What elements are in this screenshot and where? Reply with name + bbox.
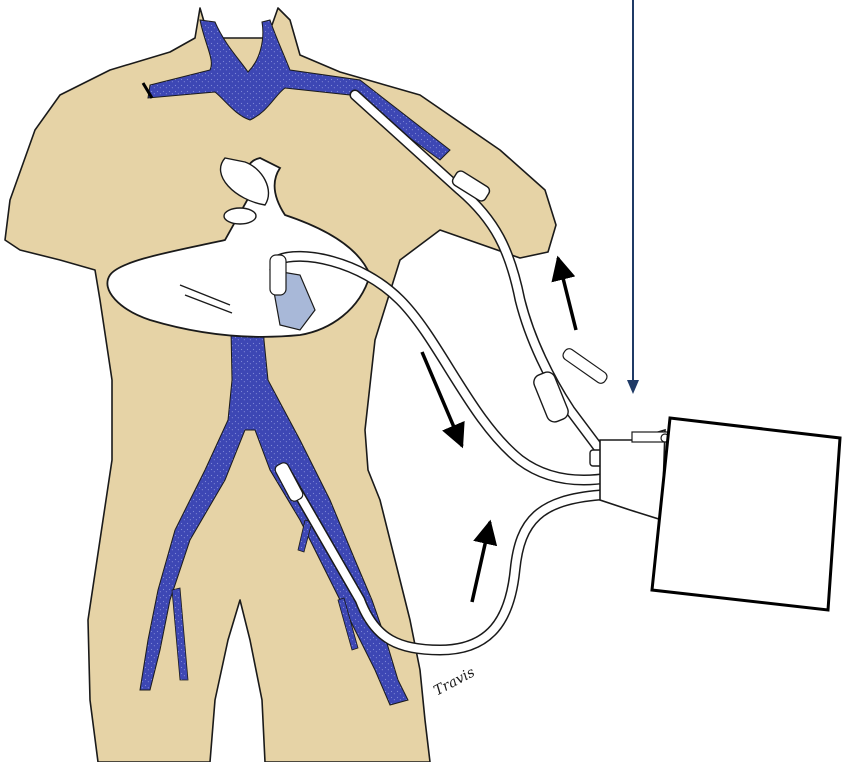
- pump-console: [652, 418, 840, 610]
- arrow-up-flow-arm: [558, 258, 576, 330]
- flow-arrows: [422, 258, 576, 602]
- artist-signature: Travis: [431, 665, 477, 700]
- pump-oxygenator: [600, 418, 840, 610]
- arrow-up-flow-lower: [472, 522, 490, 602]
- pointer-indicator: [627, 0, 639, 394]
